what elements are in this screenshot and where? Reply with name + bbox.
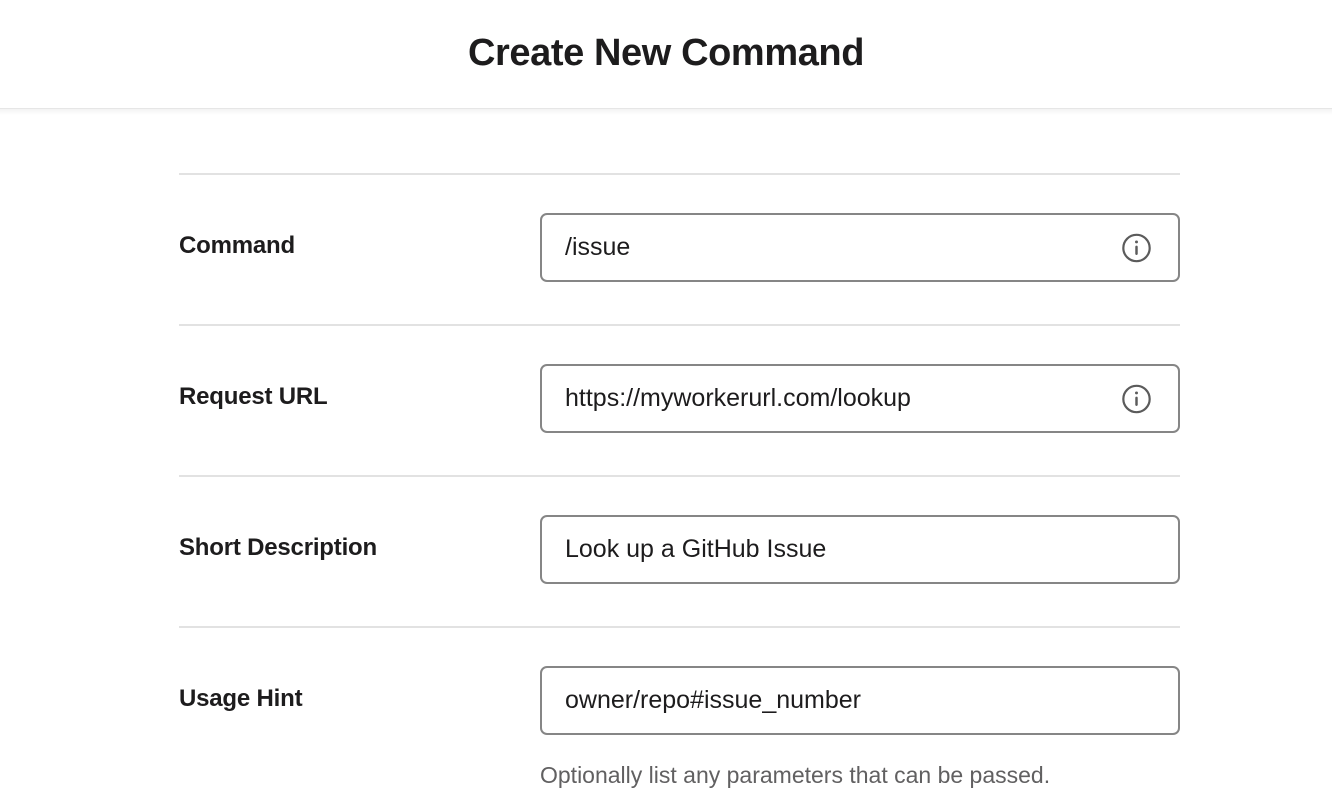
usage-hint-input-value[interactable]: owner/repo#issue_number xyxy=(565,688,862,713)
field-label-container-request-url: Request URL xyxy=(179,326,540,412)
request-url-input-value[interactable]: https://myworkerurl.com/lookup xyxy=(565,386,911,411)
page-title: Create New Command xyxy=(467,32,865,75)
usage-hint-input[interactable]: owner/repo#issue_number xyxy=(540,666,1180,735)
field-label-container-short-description: Short Description xyxy=(179,477,540,563)
field-input-container-short-description: Look up a GitHub Issue xyxy=(540,477,1180,626)
form-divider xyxy=(179,324,1180,326)
command-form: Command /issue Reques xyxy=(179,173,1180,810)
field-label-request-url: Request URL xyxy=(179,383,328,410)
field-row-usage-hint: Usage Hint owner/repo#issue_number Optio… xyxy=(179,628,1180,810)
info-icon[interactable] xyxy=(1121,232,1152,263)
info-icon[interactable] xyxy=(1121,383,1152,414)
command-input[interactable]: /issue xyxy=(540,213,1180,282)
field-row-short-description: Short Description Look up a GitHub Issue xyxy=(179,477,1180,626)
form-divider xyxy=(179,626,1180,628)
short-description-input[interactable]: Look up a GitHub Issue xyxy=(540,515,1180,584)
usage-hint-helper-text: Optionally list any parameters that can … xyxy=(540,762,1051,788)
page-header: Create New Command xyxy=(0,0,1332,115)
form-container: Command /issue Reques xyxy=(0,109,1332,810)
form-top-divider xyxy=(179,173,1180,175)
field-row-command: Command /issue xyxy=(179,175,1180,324)
field-input-container-command: /issue xyxy=(540,175,1180,324)
field-label-command: Command xyxy=(179,232,295,259)
field-label-container-command: Command xyxy=(179,175,540,261)
field-input-container-usage-hint: owner/repo#issue_number Optionally list … xyxy=(540,628,1180,810)
field-label-short-description: Short Description xyxy=(179,534,377,561)
field-label-usage-hint: Usage Hint xyxy=(179,685,303,712)
request-url-input[interactable]: https://myworkerurl.com/lookup xyxy=(540,364,1180,433)
short-description-input-value[interactable]: Look up a GitHub Issue xyxy=(565,537,827,562)
field-input-container-request-url: https://myworkerurl.com/lookup xyxy=(540,326,1180,475)
field-row-request-url: Request URL https://myworkerurl.com/look… xyxy=(179,326,1180,475)
command-input-value[interactable]: /issue xyxy=(565,235,631,260)
form-divider xyxy=(179,475,1180,477)
field-label-container-usage-hint: Usage Hint xyxy=(179,628,540,714)
